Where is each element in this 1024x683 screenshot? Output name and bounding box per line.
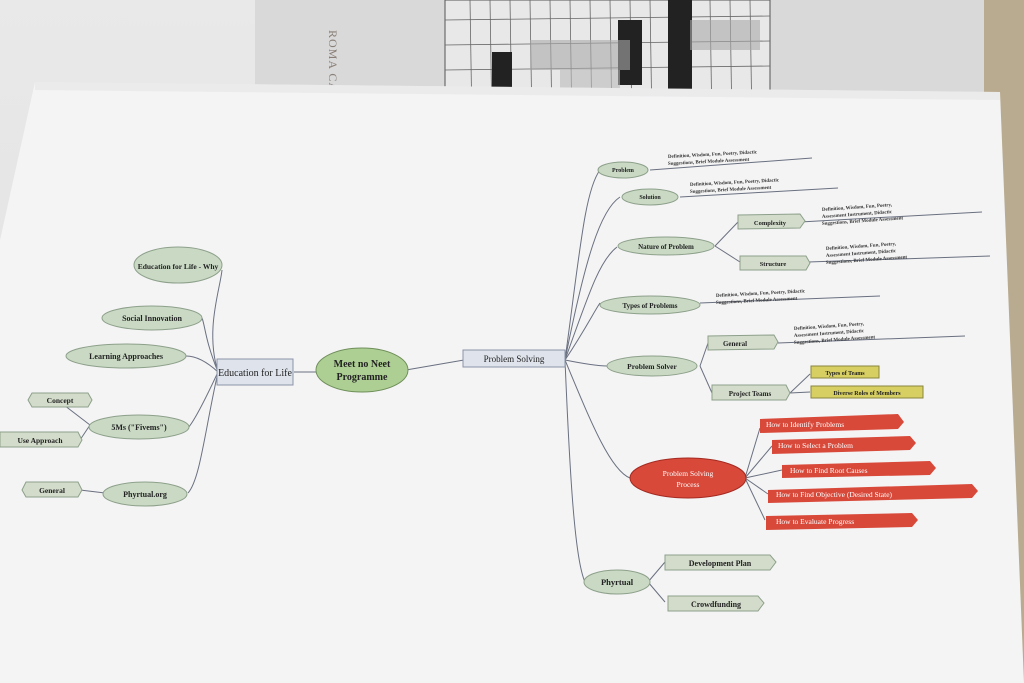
right-branch: Problem Solving Problem Definition, Wisd…	[462, 150, 978, 612]
step-identify-label: How to Identify Problems	[766, 420, 844, 429]
node-education-why-label: Education for Life - Why	[138, 262, 219, 271]
tag-structure[interactable]	[739, 255, 811, 271]
step-evaluate[interactable]	[766, 513, 918, 530]
node-solution[interactable]	[621, 188, 679, 206]
paper-sheet	[0, 82, 1024, 683]
problem-details: Definition, Wisdom, Fun, Poetry, Didacti…	[668, 150, 758, 160]
node-nature-of-problem[interactable]	[617, 236, 715, 256]
tag-concept[interactable]	[27, 392, 93, 408]
step-root-causes[interactable]	[782, 461, 936, 478]
step-select-label: How to Select a Problem	[778, 441, 853, 450]
node-5ms-label: 5Ms ("Fivems")	[111, 423, 167, 432]
tag-concept-label: Concept	[47, 396, 74, 405]
node-learning-approaches-label: Learning Approaches	[89, 352, 163, 361]
tag-general-right[interactable]	[707, 334, 779, 351]
node-phyrtual-org-label: Phyrtual.org	[123, 490, 167, 499]
node-problem-solving-label: Problem Solving	[484, 354, 545, 364]
node-learning-approaches[interactable]	[65, 343, 187, 369]
types-details-1: Definition, Wisdom, Fun, Poetry, Didacti…	[716, 289, 806, 299]
node-process-line1: Problem Solving	[663, 469, 714, 478]
problem-details-2: Suggestions, Brief Module Assessment	[668, 158, 750, 167]
solution-details-2: Suggestions, Brief Module Assessment	[690, 186, 772, 195]
step-identify[interactable]	[760, 414, 904, 433]
general-details-2: Assessment Instrument, Didactic	[794, 329, 865, 339]
node-problem-solving[interactable]	[462, 349, 566, 368]
tag-development-plan[interactable]	[664, 554, 777, 571]
node-process-line2: Process	[677, 480, 700, 489]
node-phyrtual-org[interactable]	[102, 481, 188, 507]
node-phyrtual-label: Phyrtual	[601, 577, 634, 587]
node-nature-label: Nature of Problem	[638, 243, 694, 251]
node-center[interactable]	[315, 347, 409, 393]
node-process[interactable]	[629, 457, 747, 499]
node-solution-label: Solution	[639, 195, 661, 201]
node-social-innovation-label: Social Innovation	[122, 314, 182, 323]
left-branch: Education for Life Education for Life - …	[0, 246, 294, 507]
node-education-for-life-label: Education for Life	[218, 368, 292, 379]
step-objective[interactable]	[768, 484, 978, 503]
step-select[interactable]	[772, 436, 916, 454]
tag-general-right-label: General	[723, 340, 747, 348]
types-details-2: Suggestions, Brief Module Assessment	[716, 297, 798, 306]
node-types-of-problems[interactable]	[599, 295, 701, 315]
tag-structure-label: Structure	[760, 261, 787, 268]
tag-project-teams-label: Project Teams	[729, 390, 772, 398]
node-center-label-line2: Programme	[337, 372, 388, 383]
step-evaluate-label: How to Evaluate Progress	[776, 517, 854, 526]
tag-general-left[interactable]	[21, 481, 83, 498]
step-root-causes-label: How to Find Root Causes	[790, 466, 868, 475]
node-problem[interactable]	[597, 161, 649, 179]
tag-crowdfunding-label: Crowdfunding	[691, 600, 741, 609]
node-problem-solver[interactable]	[606, 355, 698, 377]
tag-use-approach-label: Use Approach	[17, 436, 63, 445]
tag-general-left-label: General	[39, 486, 65, 495]
tag-crowdfunding[interactable]	[667, 595, 765, 612]
tag-types-of-teams-label: Types of Teams	[825, 371, 865, 377]
general-details-3: Suggestions, Brief Module Assessment	[794, 335, 876, 346]
tag-use-approach[interactable]	[0, 431, 83, 448]
complexity-details-1: Definition, Wisdom, Fun, Poetry,	[822, 203, 893, 213]
node-types-label: Types of Problems	[623, 302, 678, 310]
node-center-label-line1: Meet no Neet	[334, 359, 391, 370]
node-education-why[interactable]	[133, 246, 223, 284]
node-social-innovation[interactable]	[101, 305, 203, 331]
tag-project-teams[interactable]	[711, 384, 791, 401]
structure-details-3: Suggestions, Brief Module Assessment	[826, 255, 908, 266]
general-details-1: Definition, Wisdom, Fun, Poetry,	[794, 322, 865, 332]
structure-details-1: Definition, Wisdom, Fun, Poetry,	[826, 242, 897, 252]
solution-details: Definition, Wisdom, Fun, Poetry, Didacti…	[690, 178, 780, 188]
structure-details-2: Assessment Instrument, Didactic	[826, 249, 897, 259]
connectors	[59, 157, 991, 603]
node-education-for-life[interactable]	[216, 358, 294, 386]
node-problem-label: Problem	[612, 168, 634, 174]
node-solver-label: Problem Solver	[627, 362, 677, 371]
tag-development-plan-label: Development Plan	[689, 559, 752, 568]
tag-complexity[interactable]	[737, 213, 806, 230]
tag-types-of-teams[interactable]	[810, 365, 880, 379]
node-5ms[interactable]	[88, 414, 190, 440]
complexity-details-3: Suggestions, Brief Module Assessment	[822, 216, 904, 227]
tag-diverse-roles[interactable]	[810, 385, 924, 399]
step-objective-label: How to Find Objective (Desired State)	[776, 490, 893, 499]
complexity-details-2: Assessment Instrument, Didactic	[822, 210, 893, 220]
tag-diverse-roles-label: Diverse Roles of Members	[833, 391, 901, 397]
tag-complexity-label: Complexity	[754, 220, 787, 227]
node-phyrtual[interactable]	[583, 569, 651, 595]
